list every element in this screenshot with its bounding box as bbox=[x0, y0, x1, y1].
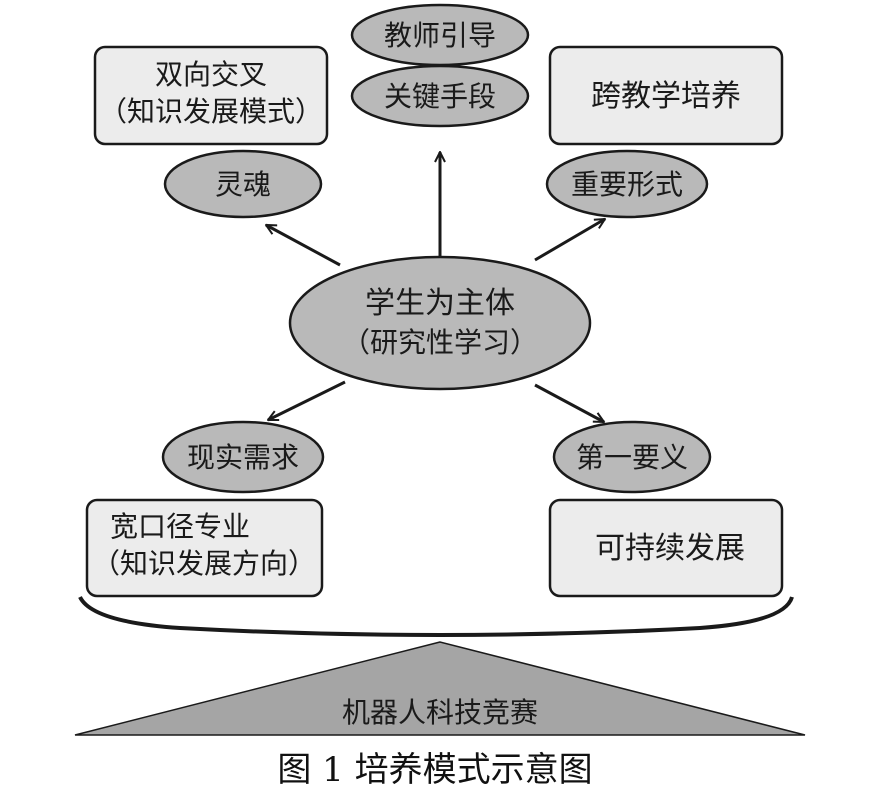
arrows bbox=[266, 152, 605, 424]
broad-major-line1: 宽口径专业 bbox=[110, 510, 250, 543]
key-means-label: 关键手段 bbox=[384, 80, 496, 113]
soul-label: 灵魂 bbox=[215, 168, 271, 201]
arrow-to-lower-left bbox=[268, 380, 346, 422]
cross-teaching-label: 跨教学培养 bbox=[591, 79, 741, 114]
soul-ellipse bbox=[163, 149, 323, 219]
first-meaning-ellipse bbox=[552, 420, 712, 494]
arrow-to-upper-right bbox=[534, 217, 605, 262]
lower-left-node: 现实需求 宽口径专业 （知识发展方向） bbox=[85, 420, 325, 598]
first-meaning-label: 第一要义 bbox=[576, 441, 688, 474]
arrow-to-upper-left bbox=[266, 223, 341, 267]
brace-line bbox=[78, 595, 794, 637]
figure-caption: 图 1 培养模式示意图 bbox=[277, 750, 593, 790]
robot-competition-triangle bbox=[74, 641, 806, 736]
two-way-cross-box bbox=[93, 45, 329, 146]
real-demand-label: 现实需求 bbox=[187, 441, 299, 474]
lower-right-node: 第一要义 可持续发展 bbox=[548, 420, 784, 598]
sustainable-box bbox=[548, 498, 784, 598]
broad-major-box bbox=[85, 498, 324, 598]
important-form-ellipse bbox=[545, 149, 709, 219]
key-means-ellipse bbox=[350, 64, 530, 128]
top-node: 教师引导 关键手段 bbox=[350, 3, 530, 128]
arrow-to-lower-right bbox=[534, 383, 604, 424]
student-centered-ellipse bbox=[288, 255, 592, 391]
important-form-label: 重要形式 bbox=[571, 168, 683, 201]
cross-teaching-box bbox=[548, 45, 784, 146]
broad-major-line2: （知识发展方向） bbox=[92, 547, 316, 580]
student-centered-line2: （研究性学习） bbox=[342, 326, 538, 359]
real-demand-ellipse bbox=[161, 420, 325, 494]
robot-competition-label: 机器人科技竞赛 bbox=[342, 696, 538, 729]
upper-left-node: 双向交叉 （知识发展模式） 灵魂 bbox=[93, 45, 329, 219]
teacher-guide-label: 教师引导 bbox=[384, 19, 496, 52]
base-node: 机器人科技竞赛 bbox=[74, 641, 806, 736]
sustainable-label: 可持续发展 bbox=[595, 531, 745, 566]
two-way-cross-line1: 双向交叉 bbox=[155, 58, 267, 91]
two-way-cross-line2: （知识发展模式） bbox=[99, 95, 323, 128]
upper-right-node: 跨教学培养 重要形式 bbox=[545, 45, 784, 219]
student-centered-line1: 学生为主体 bbox=[365, 286, 515, 321]
center-node: 学生为主体 （研究性学习） bbox=[288, 255, 592, 391]
